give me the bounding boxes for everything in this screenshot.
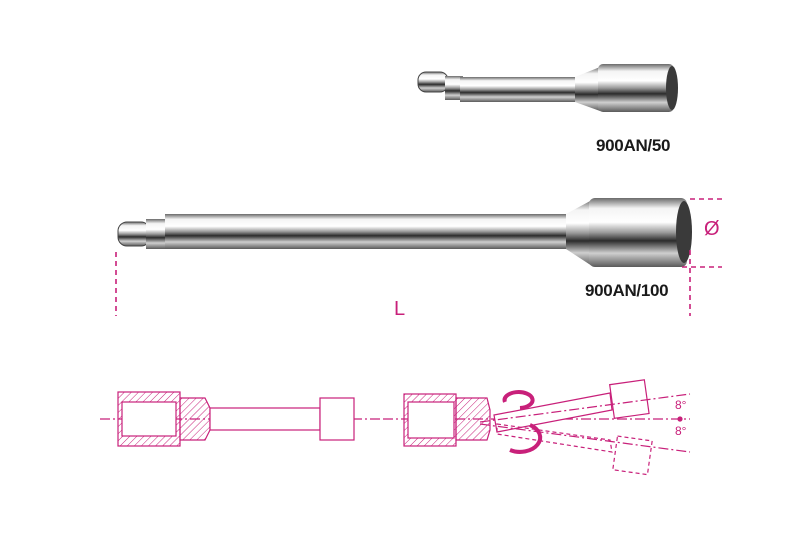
product-code-900an-50: 900AN/50 (596, 136, 671, 155)
extension-900an-50 (417, 64, 678, 112)
diameter-label: Ø (704, 218, 720, 240)
length-label: L (394, 298, 406, 320)
diagram-articulated (383, 379, 691, 476)
product-code-900an-100: 900AN/100 (585, 281, 669, 300)
diagram-straight (100, 391, 380, 447)
dimension-lines (115, 198, 722, 316)
extension-900an-100 (117, 198, 692, 267)
angle-up-label: 8° (675, 398, 687, 412)
angle-down-label: 8° (675, 424, 687, 438)
